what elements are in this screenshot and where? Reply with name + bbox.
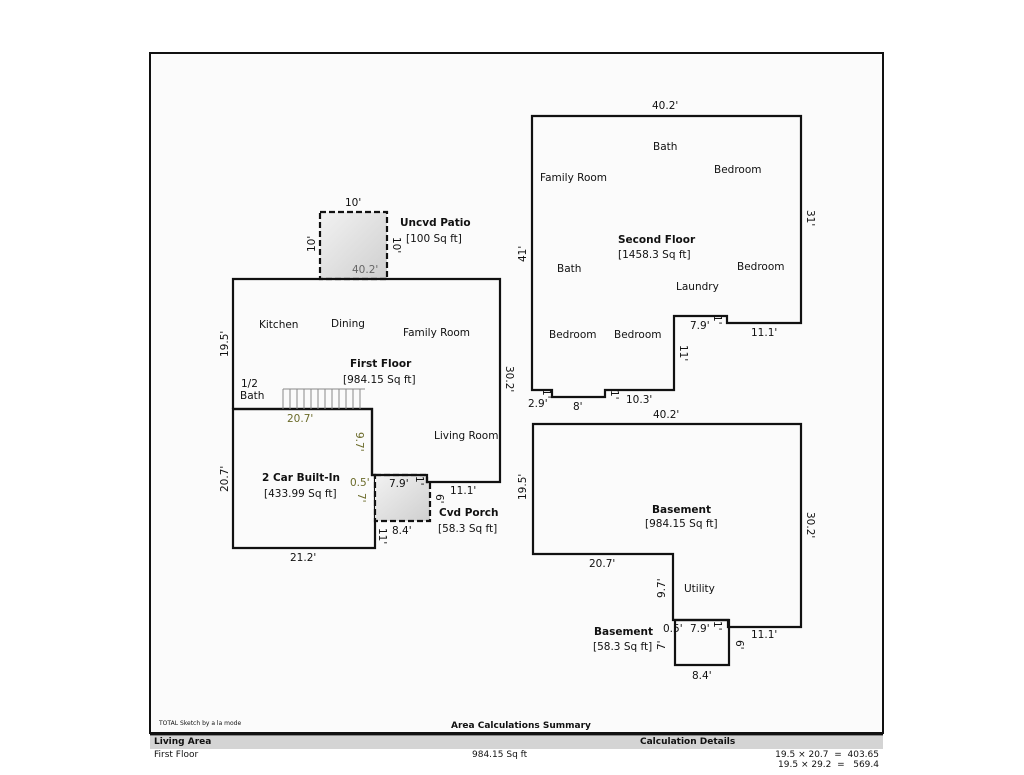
stairs-icon	[282, 388, 365, 409]
row-name: First Floor	[154, 750, 199, 760]
row-calc: 19.5 × 20.7 = 403.65	[775, 750, 879, 760]
dim: 11.1'	[751, 629, 777, 641]
room-label: Living Room	[434, 430, 498, 442]
second-floor-title: Second Floor	[618, 234, 696, 246]
dim: 6'	[733, 640, 745, 650]
dim: 19.5'	[219, 331, 231, 357]
porch-area	[373, 473, 432, 523]
room-label: 1/2	[241, 378, 258, 390]
dim: 10.3'	[626, 394, 652, 406]
dim: 11'	[677, 345, 689, 361]
dim: 11'	[376, 528, 388, 544]
basement-extension-title: Basement	[594, 626, 653, 638]
row-area: 984.15 Sq ft	[472, 750, 528, 760]
dim: 7.9'	[389, 478, 409, 490]
dim: 41'	[517, 246, 529, 262]
basement-extension-area: [58.3 Sq ft]	[593, 641, 652, 653]
dim: 20.7'	[287, 413, 313, 425]
second-floor-plan: Bath Family Room Bedroom Bath Bedroom La…	[517, 100, 816, 421]
dim: 20.7'	[589, 558, 615, 570]
dim: 10'	[345, 197, 361, 209]
dim: 1'	[711, 621, 723, 631]
software-credit: TOTAL Sketch by a la mode	[158, 720, 241, 727]
second-floor-area: [1458.3 Sq ft]	[618, 249, 691, 261]
patio-area-label: [100 Sq ft]	[406, 233, 462, 245]
first-floor-title: First Floor	[350, 358, 412, 370]
dim: 30.2'	[804, 512, 816, 538]
dim: 11.1'	[751, 327, 777, 339]
dim: 1'	[608, 390, 620, 400]
dim: 6'	[433, 494, 445, 504]
dim: 10'	[390, 237, 402, 253]
room-label: Bedroom	[614, 329, 662, 341]
dim: 40.2'	[653, 409, 679, 421]
first-floor-outline	[231, 277, 502, 484]
dim: 7.9'	[690, 623, 710, 635]
dim: 8'	[573, 401, 583, 413]
row-calc: 19.5 × 29.2 = 569.4	[778, 760, 879, 770]
dim: 7'	[355, 493, 367, 503]
first-floor-area: [984.15 Sq ft]	[343, 374, 416, 386]
room-label: Bath	[557, 263, 581, 275]
header-living-area: Living Area	[154, 737, 212, 747]
dim: 8.4'	[392, 525, 412, 537]
dim: 8.4'	[692, 670, 712, 682]
sketch-frame	[149, 52, 884, 734]
garage-title: 2 Car Built-In	[262, 472, 340, 484]
room-label: Family Room	[540, 172, 607, 184]
dim: 11.1'	[450, 485, 476, 497]
table-row: First Floor 984.15 Sq ft 19.5 × 20.7 = 4…	[150, 749, 883, 762]
patio-title: Uncvd Patio	[400, 217, 471, 229]
dim: 19.5'	[517, 474, 529, 500]
header-calc-details: Calculation Details	[640, 737, 736, 747]
dim: 1'	[540, 389, 552, 399]
room-label: Bath	[240, 390, 264, 402]
porch-area-label: [58.3 Sq ft]	[438, 523, 497, 535]
summary-title: Area Calculations Summary	[451, 721, 591, 731]
patio-area	[318, 210, 389, 281]
dim: 1'	[413, 476, 425, 486]
room-label: Dining	[331, 318, 365, 330]
room-label: Bedroom	[549, 329, 597, 341]
dim: 31'	[804, 210, 816, 226]
dim: 9.7'	[656, 578, 668, 598]
basement-title: Basement	[652, 504, 711, 516]
garage-area-label: [433.99 Sq ft]	[264, 488, 337, 500]
dim: 30.2'	[503, 366, 515, 392]
dim: 40.2'	[352, 264, 378, 276]
area-calculations-table: Living Area Calculation Details First Fl…	[150, 736, 883, 775]
room-label: Bedroom	[737, 261, 785, 273]
table-row: 19.5 × 29.2 = 569.4	[150, 760, 883, 775]
room-label: Bedroom	[714, 164, 762, 176]
basement-extension-outline	[673, 618, 731, 667]
dim: 9.7'	[353, 432, 365, 452]
dim: 7'	[656, 640, 668, 650]
dim: 1'	[711, 315, 723, 325]
dim: 10'	[306, 236, 318, 252]
room-label: Laundry	[676, 281, 719, 293]
second-floor-outline	[530, 114, 803, 399]
dim: 7.9'	[690, 320, 710, 332]
dim: 0.5'	[663, 623, 683, 635]
basement-area: [984.15 Sq ft]	[645, 518, 718, 530]
dim: 20.7'	[219, 466, 231, 492]
dim: 21.2'	[290, 552, 316, 564]
first-floor-plan: Uncvd Patio [100 Sq ft] 10' 10' 10' 40.2…	[219, 197, 515, 564]
basement-plan: Basement [984.15 Sq ft] Utility 19.5' 30…	[517, 422, 816, 682]
dim: 40.2'	[652, 100, 678, 112]
room-label: Bath	[653, 141, 677, 153]
room-label: Kitchen	[259, 319, 298, 331]
porch-title: Cvd Porch	[439, 507, 499, 519]
table-header: Living Area Calculation Details	[150, 736, 883, 749]
room-label: Utility	[684, 583, 715, 595]
room-label: Family Room	[403, 327, 470, 339]
dim: 0.5'	[350, 477, 370, 489]
dim: 2.9'	[528, 398, 548, 410]
